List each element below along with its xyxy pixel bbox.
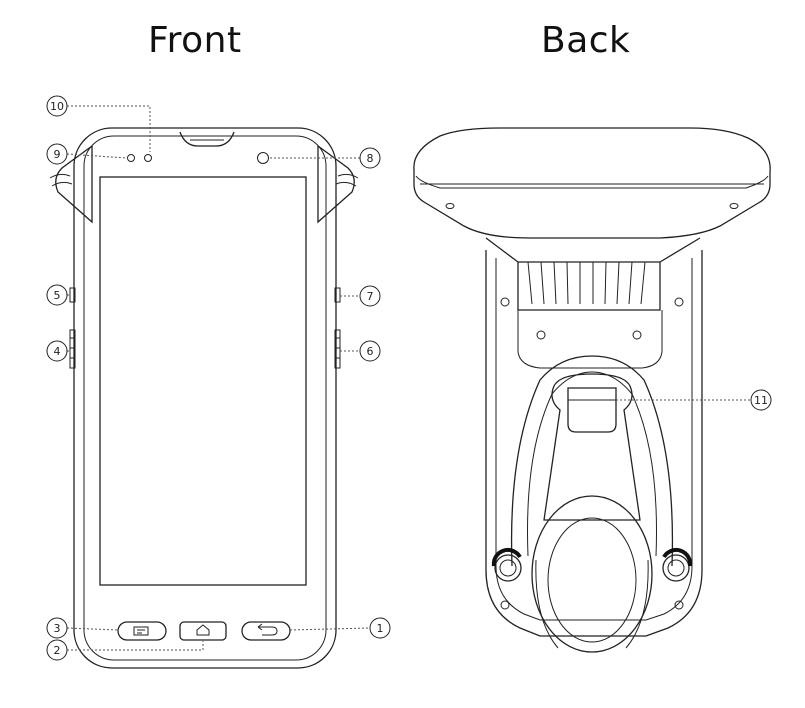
light-sensor-icon	[127, 154, 135, 162]
callout-4: 4	[46, 340, 68, 362]
callout-2: 2	[46, 639, 68, 661]
callout-9: 9	[46, 143, 68, 165]
svg-text:9: 9	[54, 148, 61, 161]
pistol-grip	[543, 373, 641, 521]
back-key	[241, 621, 291, 641]
callout-6: 6	[359, 340, 381, 362]
callout-8: 8	[359, 147, 381, 169]
svg-text:3: 3	[54, 622, 61, 635]
callout-markers: 1 2 3 4 5 6 7 8	[46, 95, 772, 661]
back-title: Back	[541, 20, 631, 61]
callout-11: 11	[750, 389, 772, 411]
left-grip	[55, 144, 93, 224]
callout-10: 10	[46, 95, 68, 117]
callout-5: 5	[46, 284, 68, 306]
menu-key	[117, 621, 167, 641]
gnss-antenna-dome	[413, 127, 771, 239]
home-key	[179, 621, 227, 641]
svg-text:1: 1	[377, 622, 384, 635]
svg-text:4: 4	[54, 345, 61, 358]
front-title: Front	[148, 20, 242, 61]
svg-text:5: 5	[54, 289, 61, 302]
svg-text:8: 8	[367, 152, 374, 165]
svg-text:11: 11	[754, 394, 768, 407]
back-device	[413, 127, 771, 653]
right-side-button	[334, 287, 341, 303]
svg-text:2: 2	[54, 644, 61, 657]
front-body	[73, 127, 337, 669]
right-grip	[317, 144, 355, 224]
callout-3: 3	[46, 617, 68, 639]
right-scan-button	[334, 329, 341, 369]
callout-7: 7	[359, 285, 381, 307]
svg-text:7: 7	[367, 290, 374, 303]
proximity-sensor-icon	[144, 154, 152, 162]
right-strap-ring	[662, 554, 690, 582]
back-body	[485, 250, 703, 637]
front-callout-lines	[66, 105, 371, 651]
left-strap-ring	[494, 554, 522, 582]
screen	[99, 176, 307, 586]
earpiece-notch	[179, 131, 235, 147]
front-camera-icon	[257, 152, 269, 164]
svg-text:6: 6	[367, 345, 374, 358]
trigger-button	[567, 387, 617, 433]
front-device	[49, 127, 359, 669]
left-volume-button	[69, 329, 76, 369]
callout-1: 1	[369, 617, 391, 639]
left-side-button	[69, 287, 76, 303]
grip-base	[531, 495, 653, 653]
svg-text:10: 10	[50, 100, 64, 113]
